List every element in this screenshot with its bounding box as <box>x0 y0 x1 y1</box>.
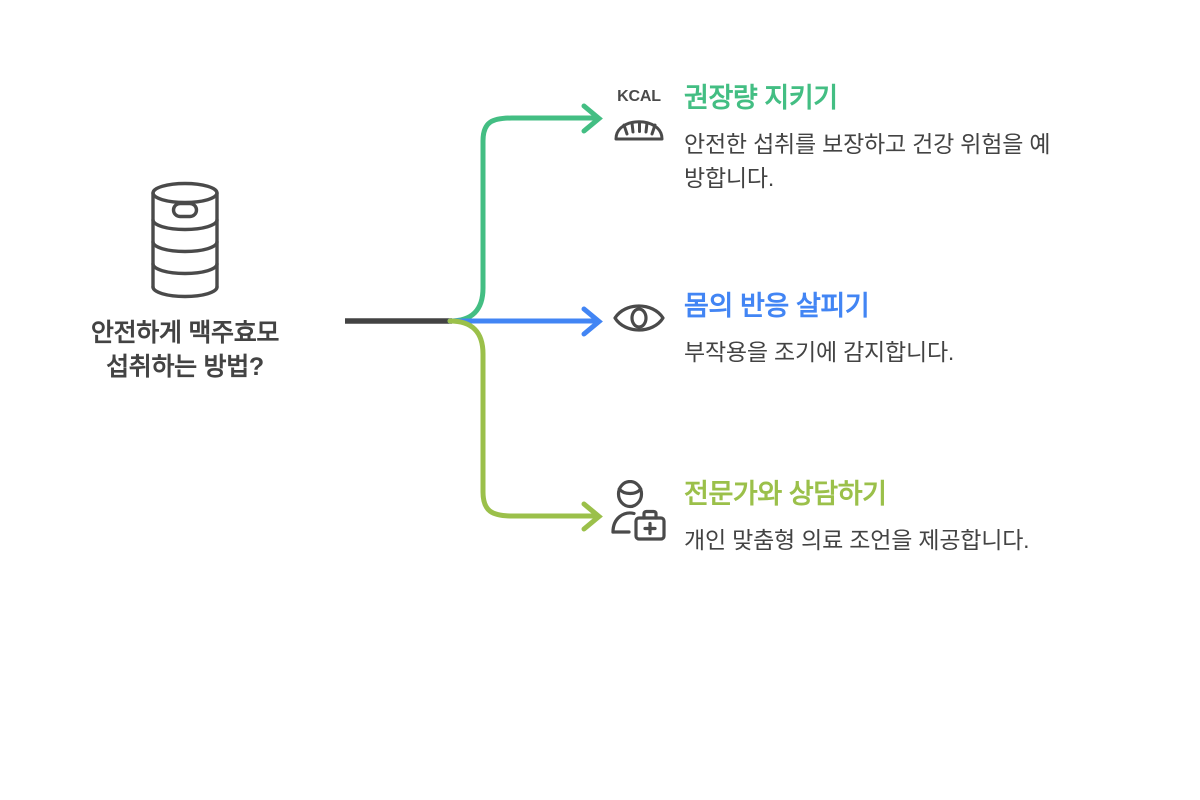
branch-3-description: 개인 맞춤형 의료 조언을 제공합니다. <box>684 527 1030 554</box>
branch-item-1[interactable]: KCAL 권장량 지키기 안전한 섭취를 보장하고 건강 위험을 예방합니다. <box>608 82 1054 195</box>
doctor-medkit-icon <box>611 480 666 541</box>
branch-2-icon-wrap <box>608 290 670 340</box>
root-node: 안전하게 맥주효모 섭취하는 방법? <box>40 175 330 385</box>
branch-3-icon-wrap <box>608 478 670 542</box>
branch-1-text: 권장량 지키기 안전한 섭취를 보장하고 건강 위험을 예방합니다. <box>684 82 1054 195</box>
branch-item-3[interactable]: 전문가와 상담하기 개인 맞춤형 의료 조언을 제공합니다. <box>608 478 1030 558</box>
connector-branch-3 <box>447 318 597 519</box>
kcal-icon-label: KCAL <box>617 88 661 105</box>
branch-2-text: 몸의 반응 살피기 부작용을 조기에 감지합니다. <box>684 290 954 370</box>
arrowhead-branch-1 <box>581 103 603 134</box>
connector-branch-1 <box>447 115 597 324</box>
branch-1-title: 권장량 지키기 <box>684 83 838 113</box>
barrel-icon <box>151 181 219 299</box>
branch-2-description: 부작용을 조기에 감지합니다. <box>684 339 955 366</box>
branch-1-description: 안전한 섭취를 보장하고 건강 위험을 예방합니다. <box>684 131 1051 191</box>
eye-icon <box>613 304 665 332</box>
branch-2-title: 몸의 반응 살피기 <box>684 291 870 321</box>
branch-3-title: 전문가와 상담하기 <box>684 479 887 509</box>
arrowhead-branch-3 <box>581 501 603 532</box>
root-icon-wrap <box>40 175 330 305</box>
branch-3-text: 전문가와 상담하기 개인 맞춤형 의료 조언을 제공합니다. <box>684 478 1030 558</box>
branch-item-2[interactable]: 몸의 반응 살피기 부작용을 조기에 감지합니다. <box>608 290 954 370</box>
kcal-gauge-icon: KCAL <box>614 88 664 141</box>
root-label: 안전하게 맥주효모 섭취하는 방법? <box>90 319 280 381</box>
arrowhead-branch-2 <box>581 306 603 337</box>
branch-1-icon-wrap: KCAL <box>608 82 670 146</box>
